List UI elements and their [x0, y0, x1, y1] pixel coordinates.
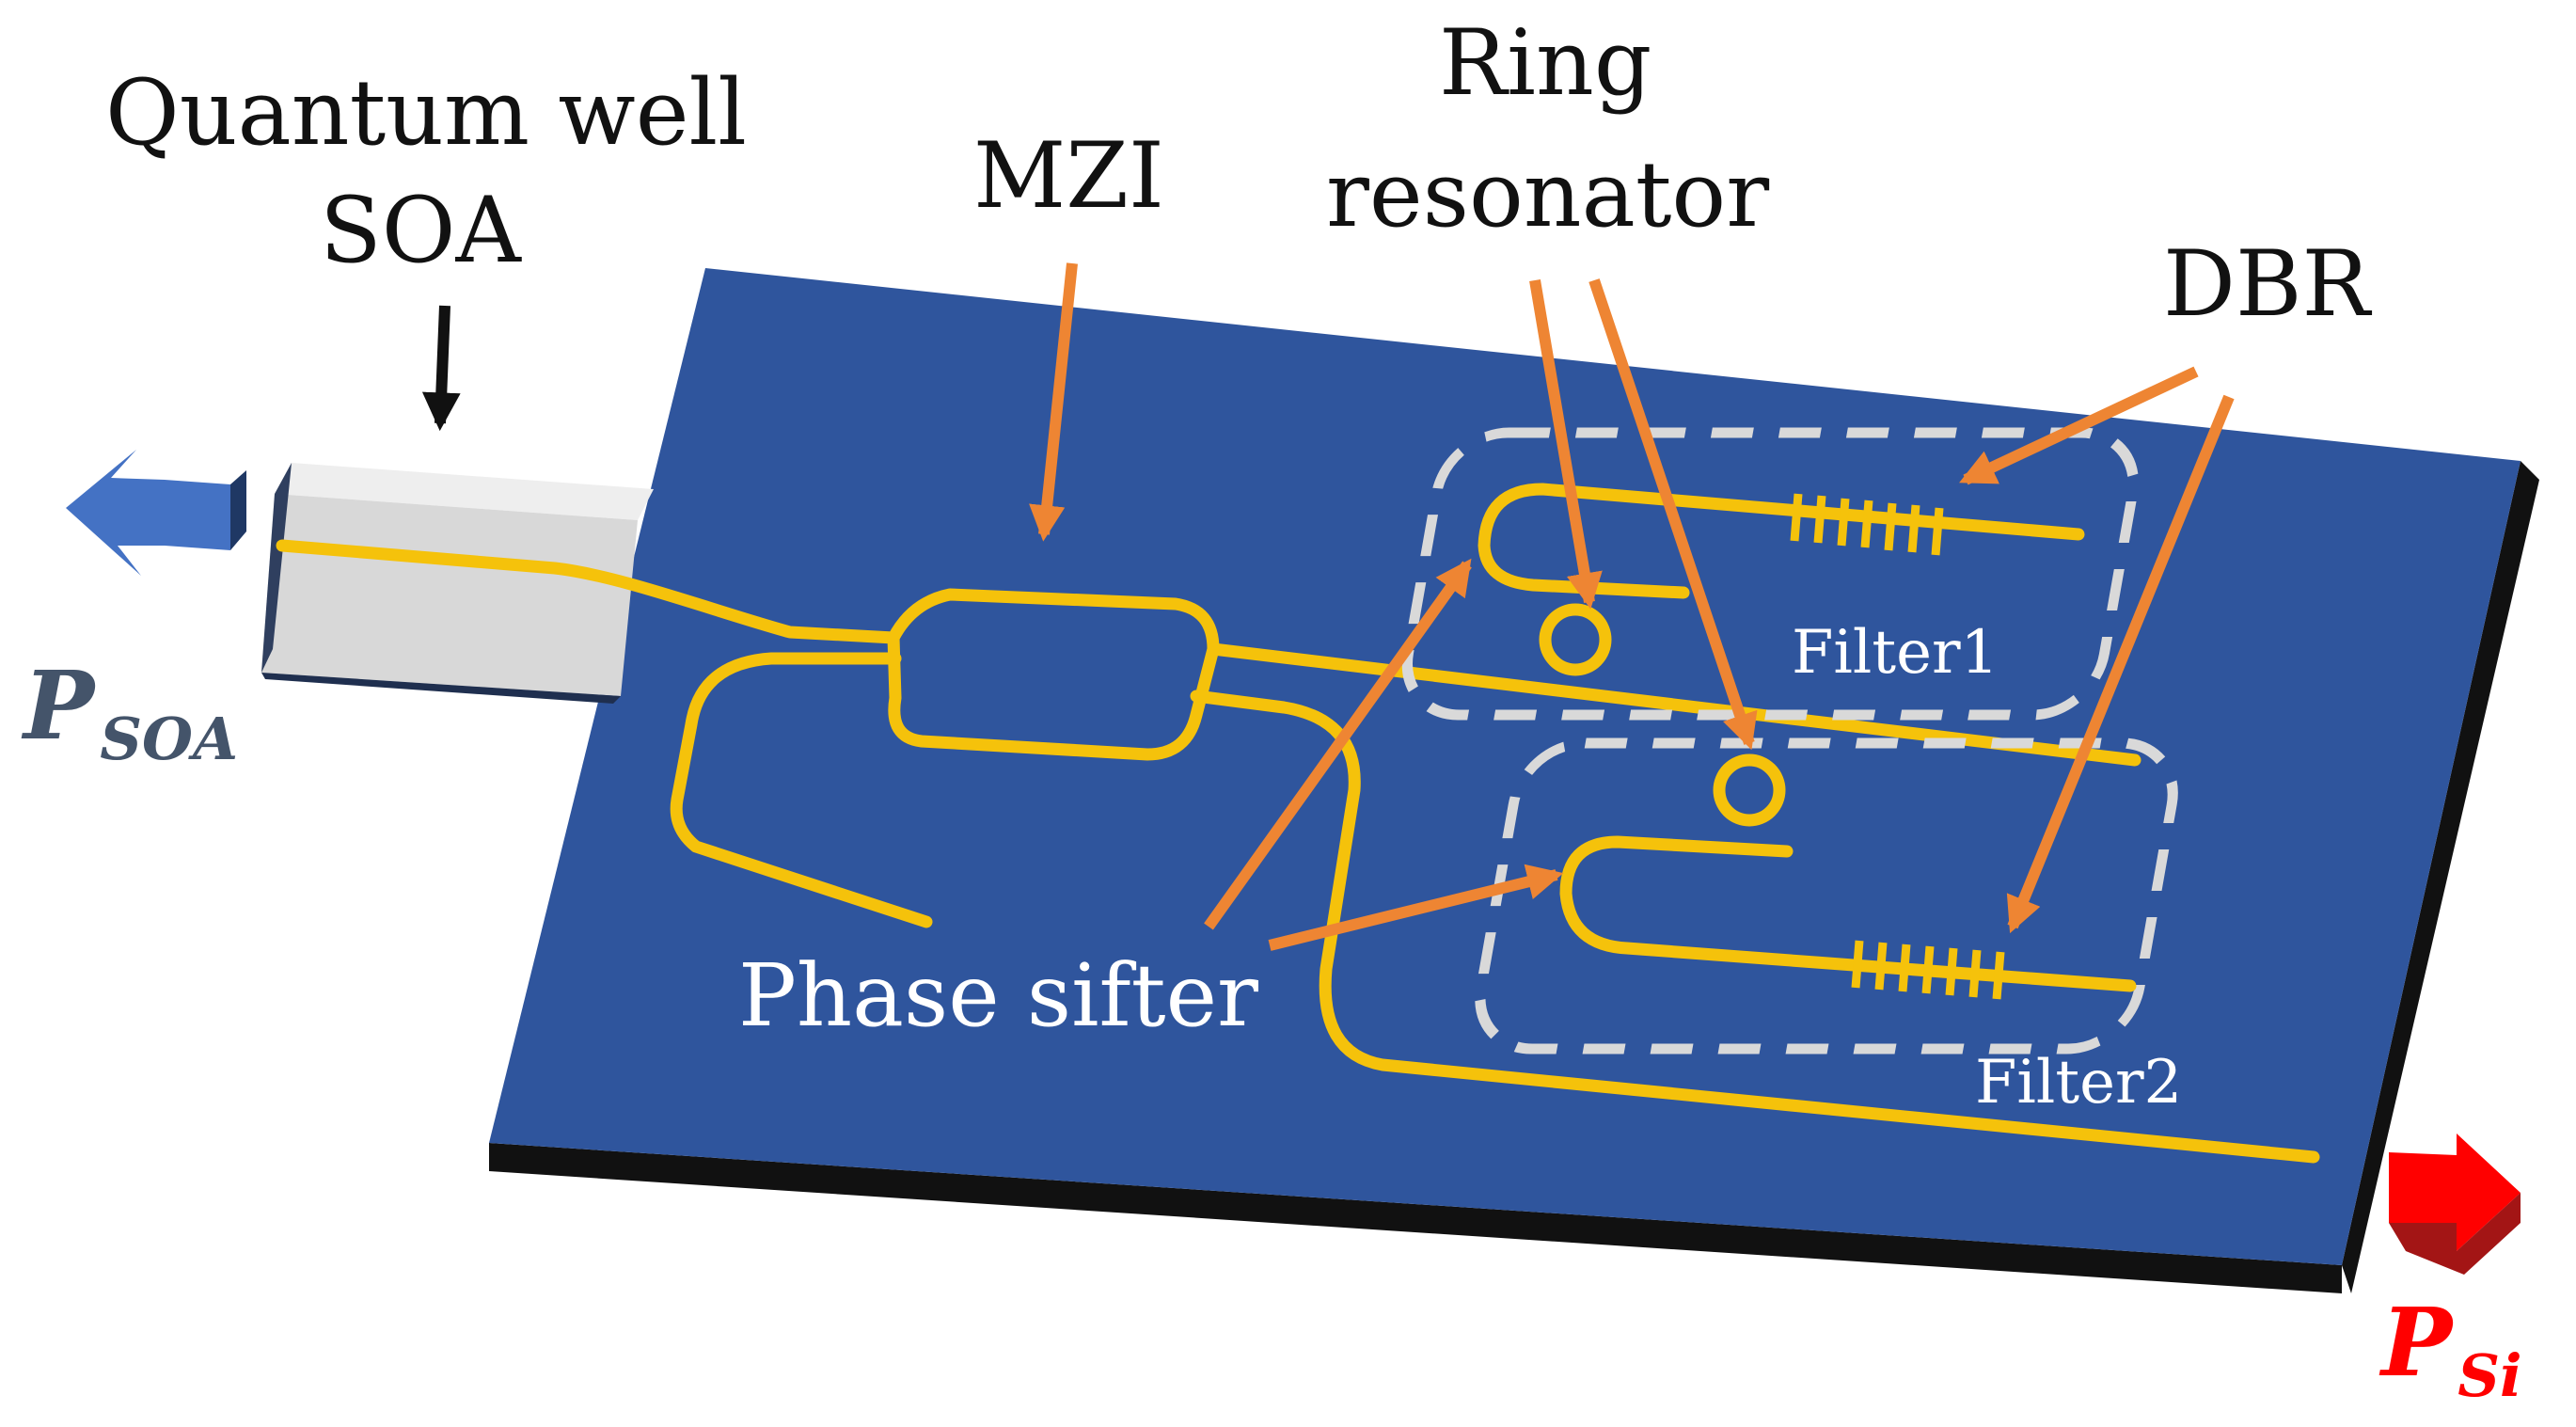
filter1-box: [1401, 427, 2140, 721]
dbr1-annotation-arrow: [1959, 366, 2199, 485]
ring1-annotation-arrow: [1529, 278, 1603, 610]
soa-output-arrow: [66, 450, 246, 576]
soa-block-top: [275, 463, 654, 520]
ring-label-line2: resonator: [1326, 142, 1769, 247]
filter2-ring: [1713, 753, 1786, 827]
filter2-dbr-grating: [1851, 940, 2005, 1000]
mzi-annotation-arrow: [1029, 262, 1078, 542]
phase2-annotation-arrow: [1268, 864, 1564, 951]
mzi-feedback-loop: [670, 652, 933, 928]
filter2-box: [1475, 737, 2178, 1054]
filter2-label: Filter2: [1975, 1048, 2182, 1118]
dbr2-annotation-arrow: [2006, 394, 2235, 934]
soa-block-front: [261, 494, 638, 696]
phase1-annotation-arrow: [1204, 558, 1472, 930]
ring-label-line1: Ring: [1439, 10, 1651, 116]
mzi-out-top: [1207, 642, 2141, 767]
p-si-label: PSi: [2378, 1287, 2522, 1410]
soa-block-underside: [261, 673, 621, 704]
p-soa-label: PSOA: [21, 650, 238, 773]
soa-waveguide: [276, 539, 900, 644]
soa-label-line1: Quantum well: [105, 60, 747, 166]
si-output-arrow: [2389, 1134, 2521, 1275]
mzi-lower-arm-outline: [887, 588, 1220, 761]
soa-label-line2: SOA: [320, 178, 522, 283]
mzi-out-bottom: [1190, 690, 2320, 1164]
chip-top: [489, 268, 2521, 1265]
phase-shifter-label: Phase sifter: [738, 945, 1258, 1046]
filter2-bus: [1559, 835, 2137, 992]
filter1-ring: [1539, 603, 1612, 676]
mzi-label: MZI: [973, 123, 1164, 229]
filter1-label: Filter1: [1792, 618, 1999, 688]
filter1-bus: [1478, 483, 2085, 599]
chip-side-bottom: [489, 1143, 2342, 1293]
dbr-label: DBR: [2163, 231, 2373, 337]
chip-side-right: [2342, 461, 2539, 1293]
filter1-dbr-grating: [1790, 493, 1944, 556]
soa-block-left: [261, 463, 292, 673]
ring2-annotation-arrow: [1588, 278, 1758, 751]
soa-annotation-arrow: [421, 305, 461, 432]
